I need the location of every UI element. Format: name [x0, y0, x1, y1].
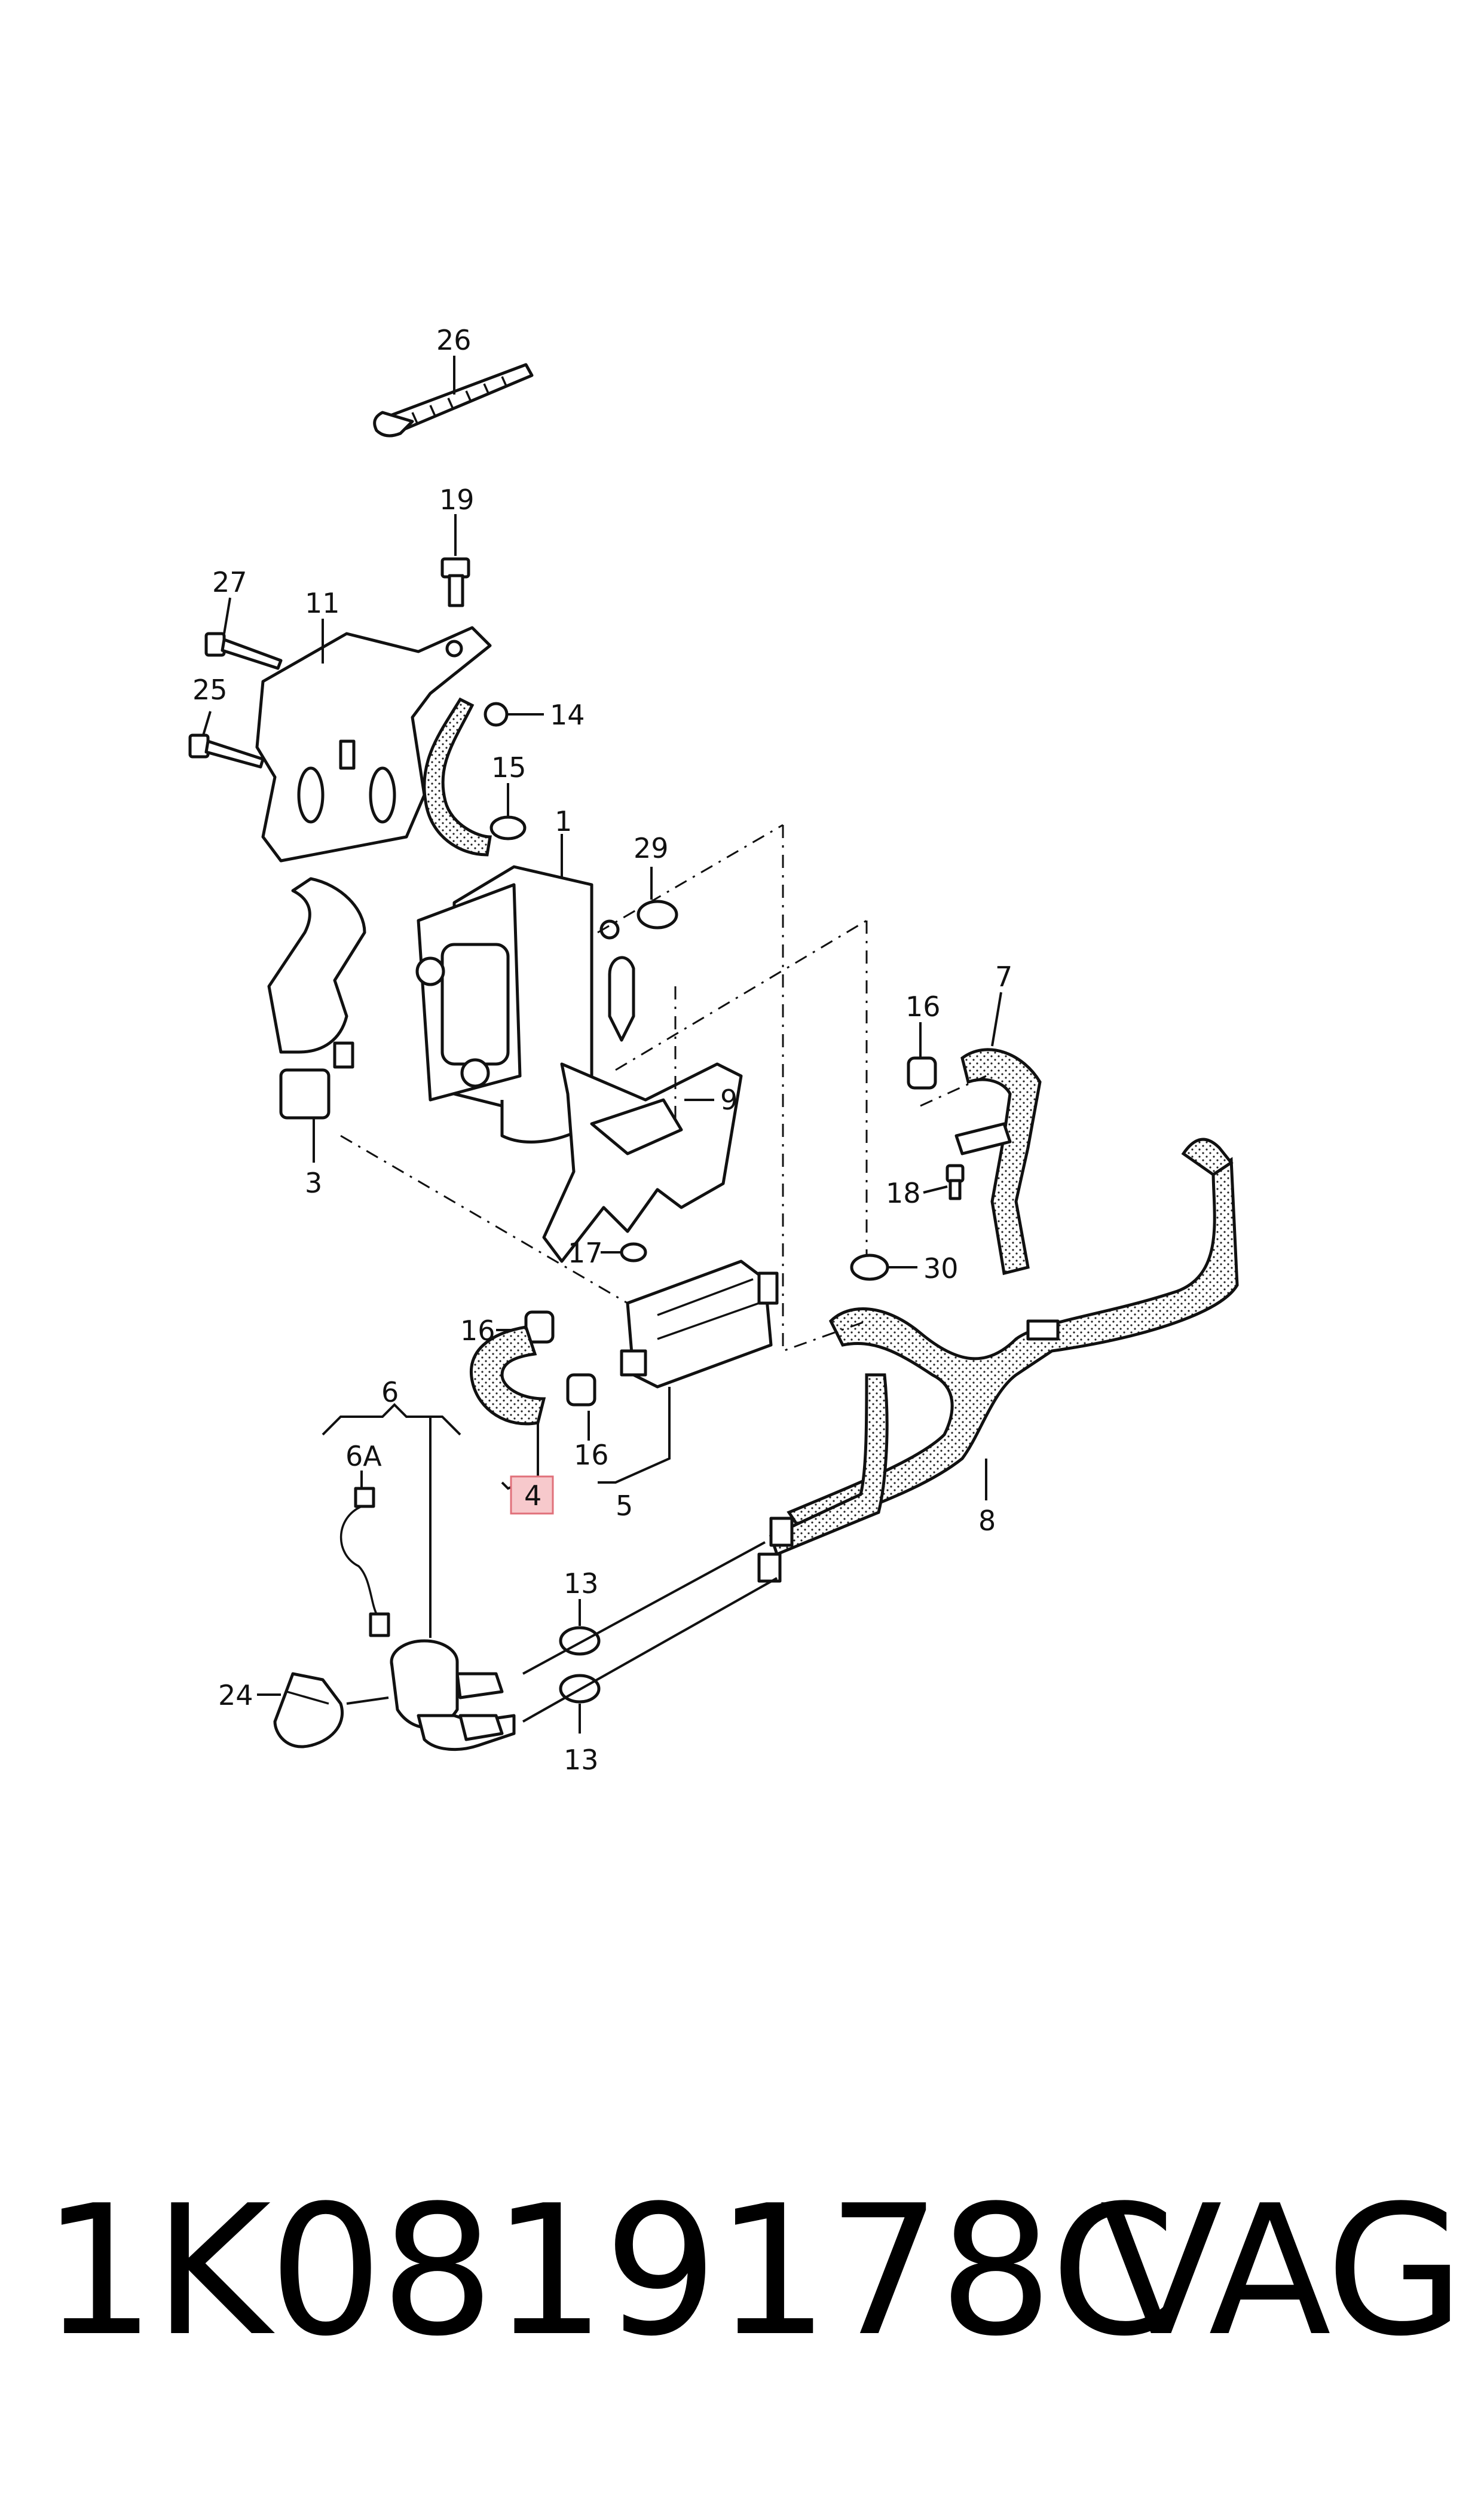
part-4-hose: [470, 1325, 546, 1426]
part-19-bolt: [440, 557, 470, 607]
callout-9: 9: [720, 1084, 738, 1116]
callout-16-b: 16: [460, 1314, 495, 1347]
callout-4: 4: [524, 1479, 541, 1512]
callout-17: 17: [568, 1237, 603, 1269]
part-5-silencer: [620, 1259, 779, 1389]
callout-13-b: 13: [564, 1744, 599, 1776]
part-14-hose: [423, 697, 509, 857]
callout-18: 18: [886, 1177, 921, 1209]
callout-19: 19: [439, 484, 475, 516]
callout-24: 24: [218, 1679, 253, 1711]
part-27-screw: [204, 632, 283, 670]
highlight-box-4: [510, 1475, 554, 1515]
callout-labels: 26 19 27 11 25 14 15 1 29 3 7 16 9 18 17…: [192, 324, 1012, 1776]
callout-14: 14: [550, 699, 585, 731]
part-26-cable-tie: [373, 363, 534, 438]
leader-18: [923, 1185, 948, 1194]
part-25-screw: [188, 733, 265, 769]
part-30-clamp: [850, 1254, 889, 1281]
part-18-bolt: [946, 1164, 965, 1200]
callout-25: 25: [192, 674, 228, 706]
leader-5: [598, 1387, 671, 1484]
part-11-bracket: [255, 626, 492, 863]
part-16c-clamp: [566, 1373, 596, 1407]
callout-5: 5: [616, 1490, 633, 1522]
callout-11: 11: [305, 587, 340, 619]
part-3-pipe: [267, 877, 366, 1120]
part-16a-clamp: [907, 1056, 937, 1090]
part-8-hose-assembly: [757, 1138, 1239, 1583]
callout-6: 6: [381, 1376, 399, 1408]
footer: 1K0819178C VAG: [0, 2182, 1484, 2421]
part-6a-cable: [339, 1487, 390, 1637]
callout-3: 3: [305, 1167, 322, 1199]
part-29-clamp: [599, 900, 678, 940]
callout-6a: 6A: [345, 1440, 382, 1472]
callout-26: 26: [436, 324, 472, 356]
part-15-clamp: [489, 815, 527, 840]
leader-25: [202, 711, 212, 736]
leader-6-bracket: [322, 1403, 461, 1436]
pipe-connection-lines: [522, 1541, 778, 1723]
part-number: 1K0819178C: [42, 2167, 1176, 2376]
part-6-pump: [390, 1639, 516, 1751]
leader-7: [991, 992, 1002, 1047]
callout-15: 15: [491, 751, 527, 784]
part-24-cap: [273, 1672, 344, 1748]
part-7-hose: [954, 1048, 1042, 1276]
callout-16-a: 16: [905, 990, 941, 1023]
callout-7: 7: [995, 961, 1012, 993]
callout-13-a: 13: [564, 1567, 599, 1600]
callout-16-c: 16: [574, 1439, 609, 1471]
callout-8: 8: [978, 1505, 996, 1537]
callout-27: 27: [212, 566, 247, 598]
assembly-dash-lines: [340, 824, 987, 1353]
callout-1: 1: [555, 805, 572, 837]
leader-27: [223, 597, 231, 634]
part-1-heater: [415, 865, 593, 1144]
callout-29: 29: [634, 832, 669, 864]
part-17-nut: [620, 1242, 647, 1262]
brand-label: VAG: [1100, 2167, 1464, 2376]
leader-24-part: [346, 1696, 389, 1705]
part-9-bracket: [542, 956, 743, 1263]
callout-30: 30: [923, 1252, 959, 1285]
